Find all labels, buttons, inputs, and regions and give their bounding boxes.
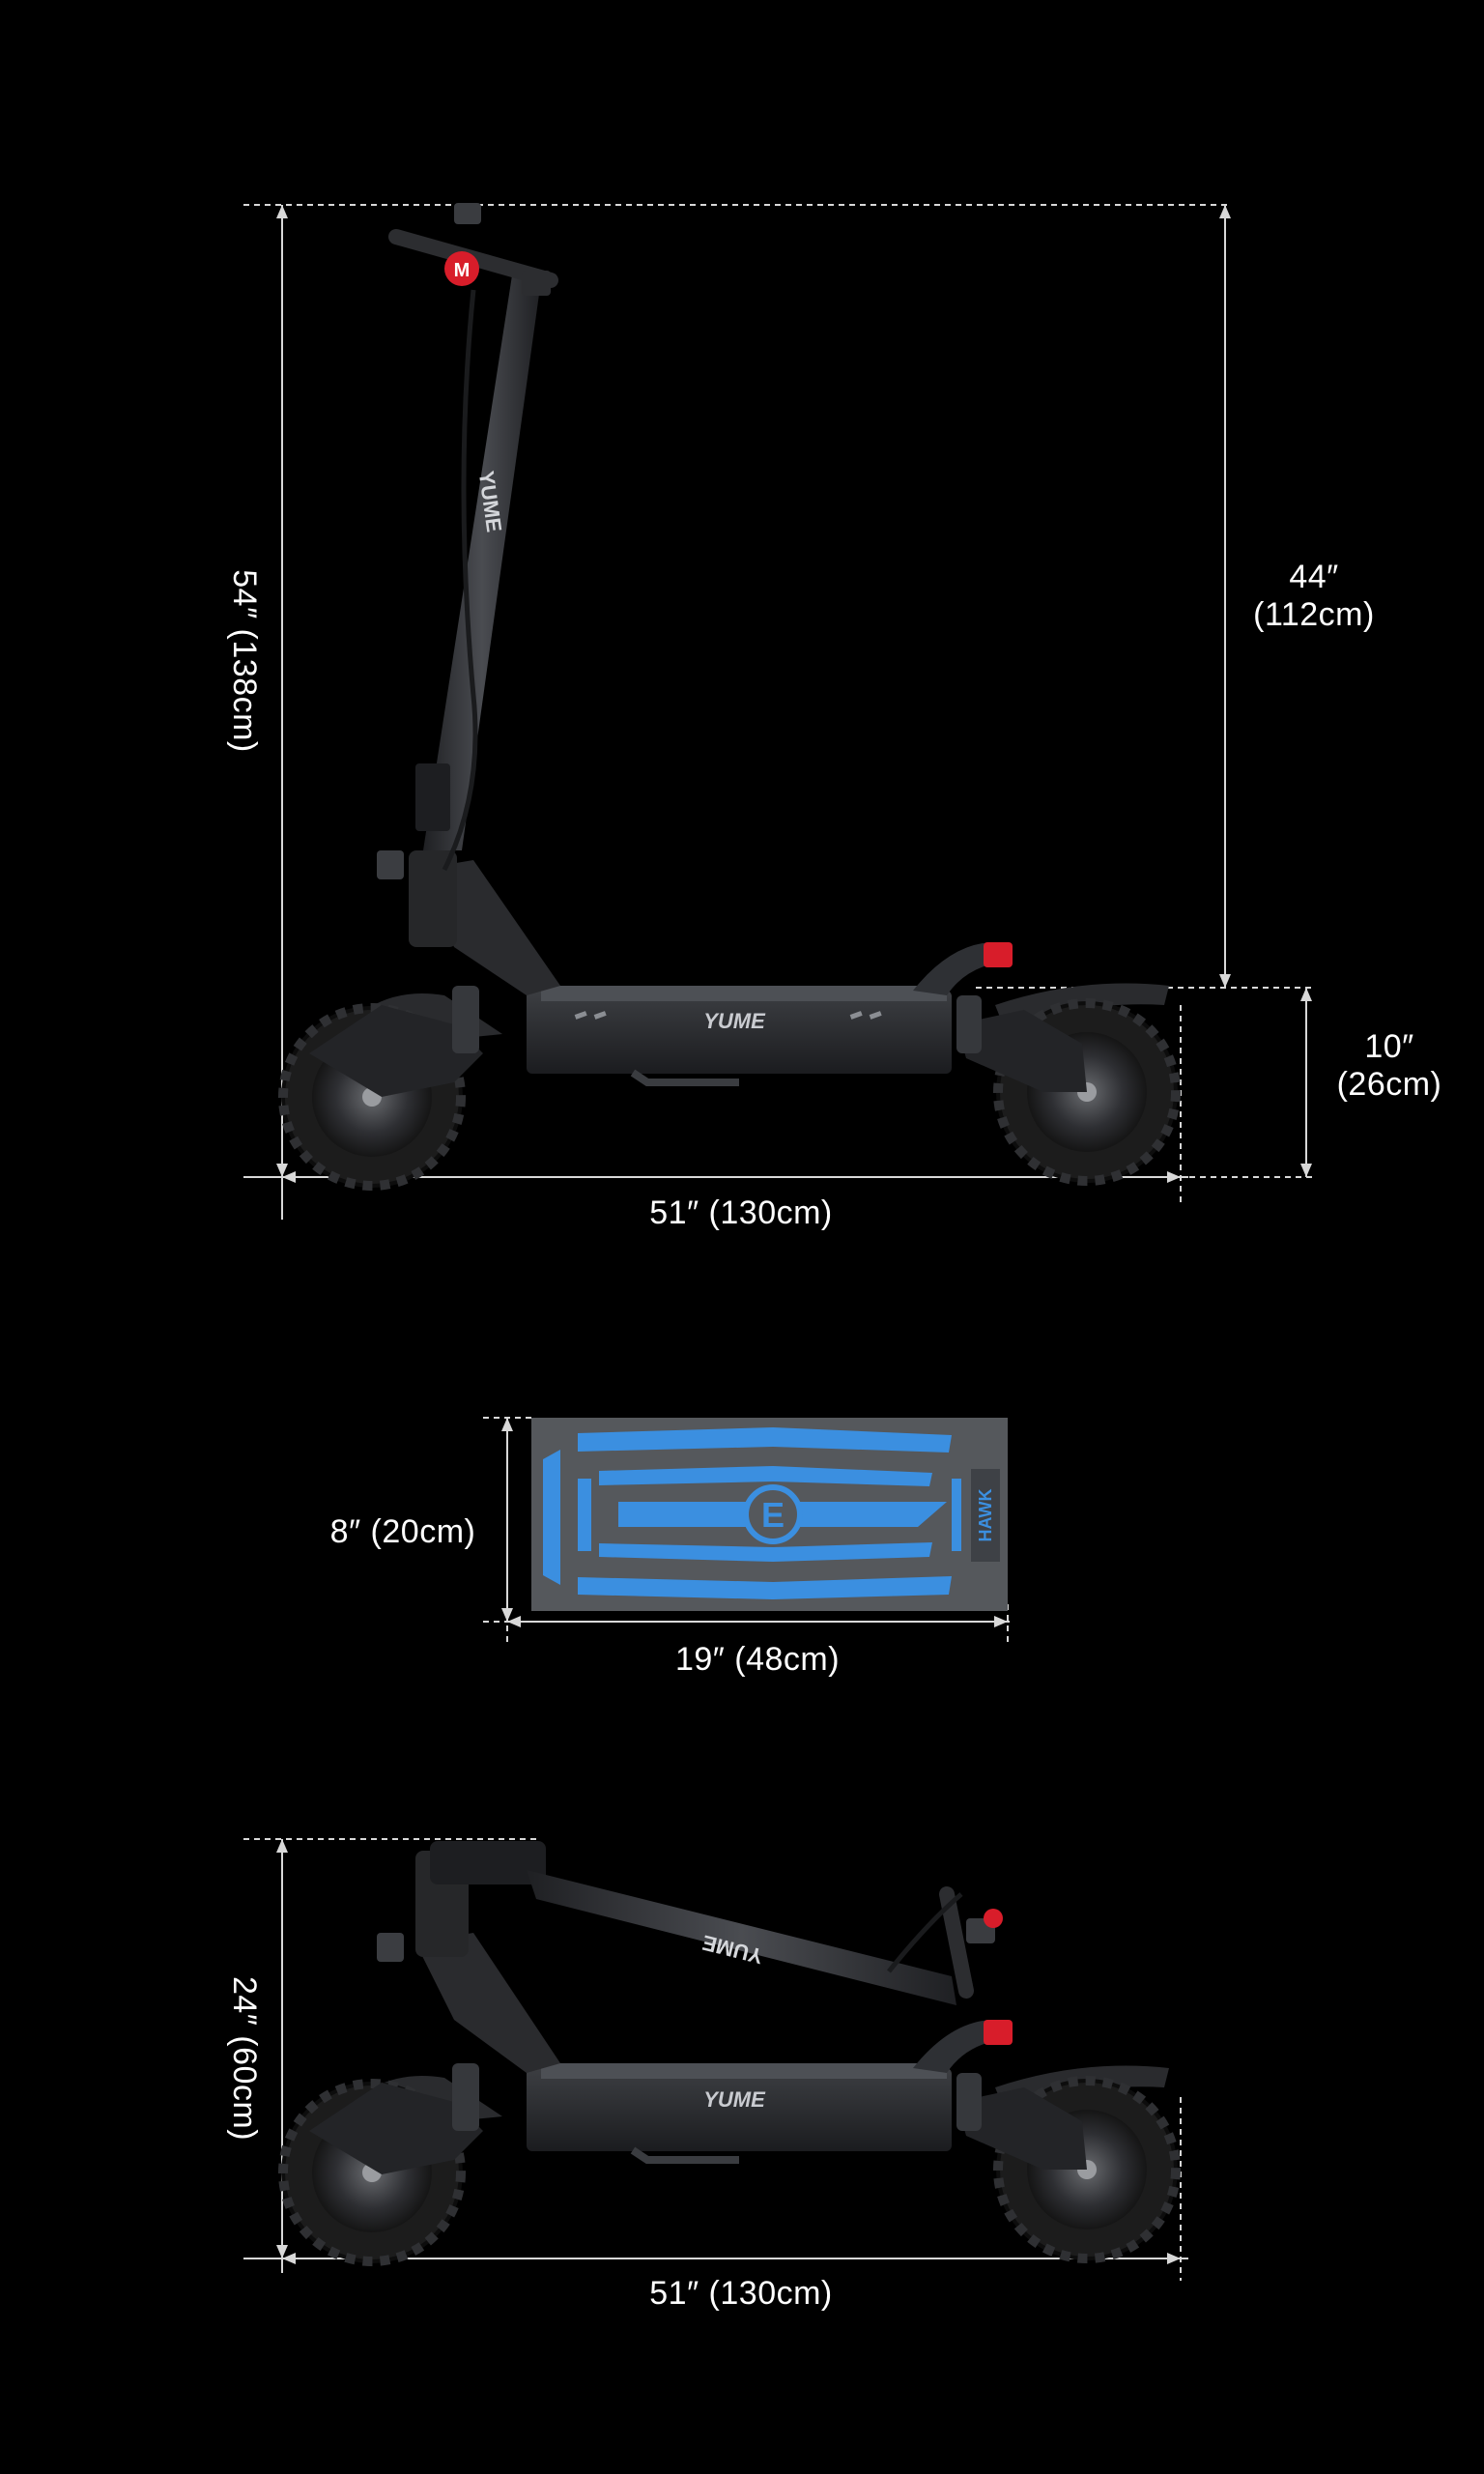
stem-pole [423,275,541,850]
handlebar-emblem-letter: M [454,260,471,281]
brake-cable [442,289,478,872]
rear-deck-tail [913,942,1005,995]
deck-stripe-right-inner [952,1479,961,1551]
folded-stem-pole [527,1870,956,2005]
deck-top-view: HAWK E [531,1418,1008,1611]
deck-stripe-1 [578,1427,952,1453]
headlight [377,850,404,879]
folded-height-label: 24″ (60cm) [226,1975,263,2142]
stem-clamp [415,763,450,831]
kickstand [630,1069,739,1086]
deck-dimension-lines [483,1417,1010,1643]
rear-swingarm [956,1010,1087,1092]
deck-logo-unfolded: YUME [703,1009,766,1033]
folded-handlebar [939,1886,974,1999]
deck-height-cm: (26cm) [1336,1066,1442,1104]
throttle [454,203,481,224]
brake-light [984,942,1013,967]
deck-top [541,986,947,1001]
folded-length-label: 51″ (130cm) [649,2275,833,2312]
rear-suspension [956,995,982,1053]
deck-body [527,991,952,1074]
deck-stripe-2 [599,1466,932,1486]
folding-joint [409,850,457,947]
folded-scooter: YUME YUME [278,1841,1181,2266]
handlebar-height-inch: 44″ [1289,559,1339,595]
deck-stripe-3 [599,1542,932,1562]
unfolded-length-label: 51″ (130cm) [649,1194,833,1231]
deck-height-label: 10″ (26cm) [1322,1028,1457,1104]
deck-stripe-left-inner [578,1479,591,1551]
deck-stripe-4 [578,1576,952,1599]
folded-brake-light [984,2020,1013,2045]
deck-length-label: 19″ (48cm) [674,1641,841,1678]
unfolded-scooter: YUME YUME M [278,203,1181,1191]
hawk-badge [971,1469,1000,1562]
deck-stripe-left [543,1450,560,1585]
deck-width-label: 8″ (20cm) [329,1513,476,1550]
deck-emblem [743,1484,803,1544]
front-tire-tread [278,1003,466,1191]
deck-emblem-letter: E [761,1495,785,1535]
handlebar-emblem [444,251,479,286]
front-swingarm [309,1005,483,1097]
deck-height-inch: 10″ [1364,1028,1414,1065]
deck-logo-folded: YUME [703,2087,766,2112]
rear-tire-tread [993,998,1181,1186]
folded-stem-clamp [430,1841,546,1884]
folded-headlight [377,1933,404,1962]
handlebar-height-label: 44″ (112cm) [1246,559,1382,634]
folded-deck-body [527,2068,952,2151]
unfolded-height-label: 54″ (138cm) [226,569,263,753]
hawk-badge-text: HAWK [976,1489,995,1542]
handlebar-height-cm: (112cm) [1253,596,1375,634]
front-suspension [452,986,479,1053]
